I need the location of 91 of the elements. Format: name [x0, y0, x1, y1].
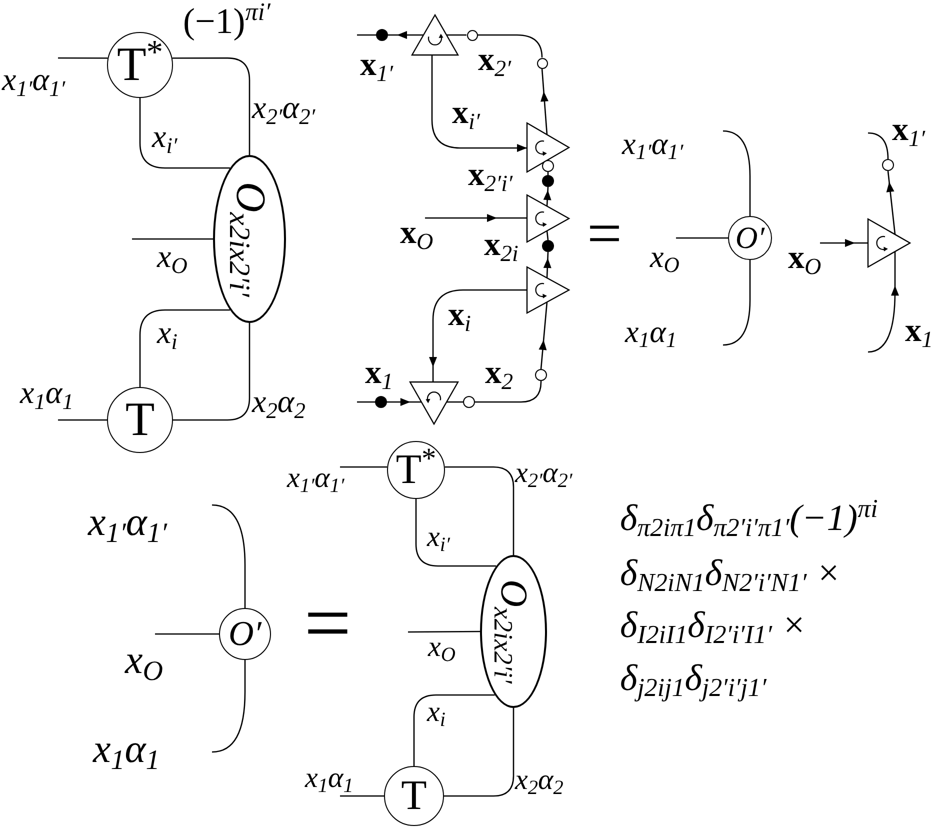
triangle-tensor: [527, 195, 569, 242]
arrow: [543, 252, 552, 278]
arrow: [425, 214, 527, 222]
connector-line: [139, 309, 230, 387]
index-label: x$_{i}$: [157, 313, 178, 352]
index-label: x$_{1′}$α$_{1′}$: [2, 60, 66, 99]
triangle-tensor: [868, 219, 910, 267]
connector-line: [139, 98, 230, 169]
index-label: x$_{2}$α$_{2}$: [252, 382, 306, 421]
leg-line: [58, 419, 107, 421]
index-label: x$_{O}$: [650, 238, 680, 277]
index-label: x$_{2i}$: [484, 227, 518, 265]
index-label: x$_{2′}$α$_{2′}$: [252, 88, 316, 127]
index-label: x$_{2}$: [485, 355, 514, 393]
index-label: x$_{2′}$α$_{2′}$: [515, 456, 572, 492]
operator-label: O′: [228, 614, 262, 654]
leg-line: [357, 34, 376, 36]
leg-line: [408, 630, 480, 633]
index-label: x$_{2′}$: [478, 42, 512, 80]
connector-line: [415, 499, 496, 567]
tensor-label: T: [125, 394, 155, 446]
index-label: x$_{1′}$: [360, 47, 394, 85]
connector-line: [444, 708, 514, 797]
connector-line: [546, 230, 549, 240]
leg-line: [132, 238, 213, 240]
index-label: x$_{1}$α$_{1}$: [625, 313, 677, 352]
connector-line: [478, 34, 543, 58]
index-label: x$_{i′}$: [427, 520, 450, 556]
index-label: x$_{1}$α$_{1}$: [93, 725, 160, 774]
sign-factor: (−1)$^{πi′}$: [183, 0, 270, 43]
leg-line: [340, 795, 384, 797]
equals-sign: =: [304, 576, 352, 672]
index-label: x$_{1}$α$_{1}$: [20, 373, 74, 412]
leg-line: [211, 660, 246, 753]
delta-product: δ$_{π2iπ1}$δ$_{π2′i′π1′}$(−1)$^{πi}$: [620, 494, 878, 544]
connector-line: [444, 466, 514, 555]
delta-product: δ$_{j2ij1}$δ$_{j2′i′j1′}$: [620, 657, 766, 704]
arrow: [387, 398, 422, 406]
arrow: [540, 68, 548, 135]
arrow: [886, 170, 896, 234]
index-label: x$_{O}$: [400, 215, 434, 253]
arrow: [538, 302, 548, 370]
index-label: x$_{O}$: [125, 636, 163, 685]
connector-line: [475, 381, 542, 403]
equals-sign: =: [587, 199, 622, 270]
arrow: [431, 55, 527, 152]
leg-line: [357, 401, 375, 403]
triangle-tensor: [527, 267, 569, 313]
index-label: x$_{1′}$α$_{1′}$: [287, 461, 344, 496]
index-label: x$_{1′}$α$_{1′}$: [88, 498, 168, 547]
index-label: x$_{O}$: [157, 237, 188, 276]
connector-line: [173, 323, 250, 421]
arrow: [820, 239, 868, 247]
leg-line: [676, 237, 728, 239]
leg-line: [867, 132, 889, 160]
connector-line: [446, 401, 463, 403]
connector-line: [446, 34, 466, 36]
index-label: x$_{1′}$: [892, 112, 926, 150]
leg-line: [58, 57, 108, 59]
index-label: x$_{i′}$: [452, 95, 480, 133]
arrow: [543, 186, 552, 206]
tensor-label: T$^{*}$: [116, 38, 164, 92]
index-label: x$_{2}$α$_{2}$: [515, 763, 564, 798]
tensor-label: T: [401, 772, 427, 820]
operator-label: O′: [735, 220, 765, 256]
arrow: [867, 252, 899, 353]
index-label: x$_{1}$α$_{1}$: [305, 761, 354, 796]
leg-line: [155, 633, 219, 635]
leg-line: [211, 504, 246, 608]
arrow: [388, 31, 424, 39]
index-label: x$_{i}$: [448, 297, 471, 335]
index-label: x$_{i}$: [427, 695, 446, 730]
arrow: [429, 289, 527, 382]
index-label: x$_{2′i′}$: [468, 157, 513, 195]
tensor-label: T$^{*}$: [396, 446, 436, 494]
triangle-tensor: [412, 15, 458, 55]
index-label: x$_{i′}$: [152, 117, 178, 156]
index-label: x$_{O}$: [788, 240, 822, 278]
delta-product: δ$_{N2iN1}$δ$_{N2′i′N1′}$ ×: [620, 552, 841, 599]
index-label: x$_{1}$: [905, 313, 934, 351]
index-label: x$_{1′}$α$_{1′}$: [622, 125, 684, 164]
index-label: x$_{1}$: [365, 355, 394, 393]
index-label: x$_{O}$: [428, 630, 456, 666]
leg-line: [340, 466, 388, 468]
delta-product: δ$_{I2iI1}$δ$_{I2′i′I1′}$ ×: [620, 604, 806, 651]
triangle-tensor: [527, 123, 569, 172]
leg-line: [722, 130, 751, 216]
leg-line: [722, 260, 751, 346]
connector-line: [413, 694, 495, 766]
triangle-tensor: [410, 382, 458, 424]
connector-line: [172, 57, 250, 155]
